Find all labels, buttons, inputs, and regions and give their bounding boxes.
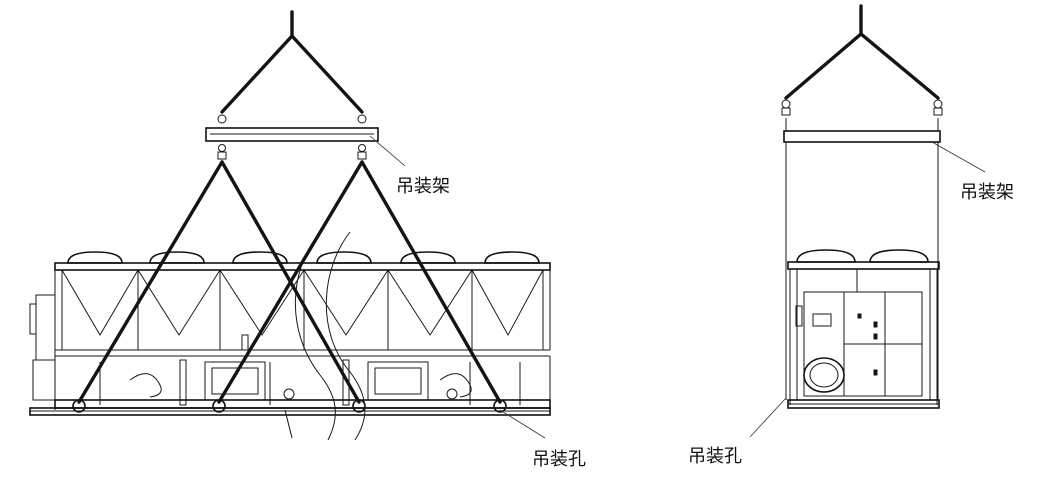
- control-panel: [795, 291, 923, 397]
- end-fan-shrouds: [796, 249, 929, 263]
- end-view-unit: [787, 249, 940, 409]
- coil-sections: [54, 269, 551, 357]
- side-view-unit: [29, 231, 551, 441]
- end-top-deck: [787, 261, 940, 270]
- lifting-holes-side: [72, 399, 507, 413]
- label-lifting-hole-side: 吊装孔: [532, 449, 586, 470]
- fan-shrouds: [67, 251, 540, 264]
- label-lifting-frame-end: 吊装架: [960, 182, 1014, 203]
- electrical-box: [29, 294, 56, 401]
- compressor-tank: [803, 357, 845, 393]
- side-view-labels: 吊装架 吊装孔: [369, 135, 586, 470]
- side-view-rigging: [77, 10, 502, 404]
- base-rail: [29, 399, 551, 416]
- spreader-bar-end: [783, 130, 941, 143]
- spreader-bar-side: [205, 127, 379, 142]
- end-frame: [789, 269, 938, 405]
- compressor-section: [54, 334, 551, 410]
- end-view-labels: 吊装架 吊装孔: [688, 141, 1014, 467]
- label-lifting-hole-end: 吊装孔: [688, 446, 742, 467]
- display-screen: [812, 313, 832, 327]
- label-lifting-frame-side: 吊装架: [396, 176, 450, 197]
- end-view-rigging: [781, 4, 943, 400]
